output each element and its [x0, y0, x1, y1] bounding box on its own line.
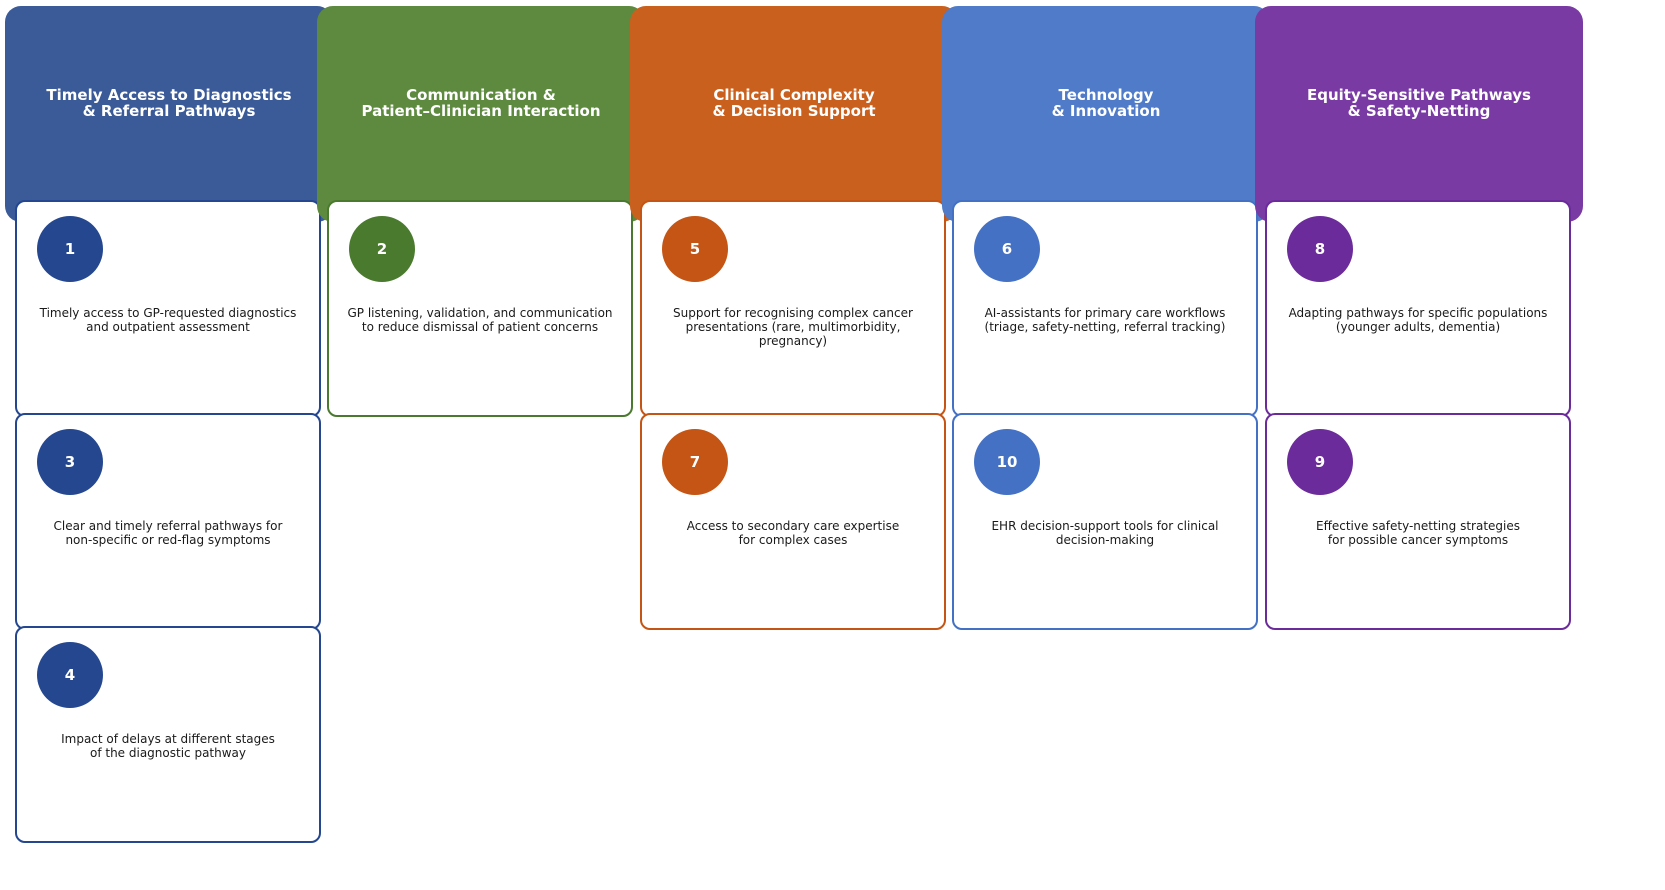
card-text: Clear and timely referral pathways for n… [53, 519, 283, 547]
number-badge: 5 [662, 216, 728, 282]
theme-column-5: Equity-Sensitive Pathways & Safety-Netti… [1250, 0, 1583, 890]
card-text: Access to secondary care expertise for c… [686, 519, 900, 547]
theme-title: Timely Access to Diagnostics & Referral … [46, 86, 292, 120]
theme-title: Equity-Sensitive Pathways & Safety-Netti… [1307, 86, 1531, 120]
theme-header: Technology & Innovation [942, 6, 1270, 222]
card-text: Timely access to GP-requested diagnostic… [39, 306, 297, 334]
theme-title: Communication & Patient–Clinician Intera… [361, 86, 601, 120]
card-text: EHR decision-support tools for clinical … [991, 519, 1219, 547]
theme-header: Clinical Complexity & Decision Support [630, 6, 958, 222]
recommendation-card: 2 GP listening, validation, and communica… [327, 200, 633, 417]
card-text: Adapting pathways for specific populatio… [1288, 306, 1548, 334]
card-text: GP listening, validation, and communicat… [347, 306, 613, 334]
theme-title: Clinical Complexity & Decision Support [712, 86, 876, 120]
theme-header: Equity-Sensitive Pathways & Safety-Netti… [1255, 6, 1583, 222]
number-badge: 9 [1287, 429, 1353, 495]
theme-column-1: Timely Access to Diagnostics & Referral … [0, 0, 333, 890]
number-badge: 8 [1287, 216, 1353, 282]
card-text: Support for recognising complex cancer p… [673, 306, 913, 348]
number-badge: 2 [349, 216, 415, 282]
card-text: Impact of delays at different stages of … [61, 732, 275, 760]
theme-title: Technology & Innovation [1051, 86, 1161, 120]
theme-header: Timely Access to Diagnostics & Referral … [5, 6, 333, 222]
theme-column-2: Communication & Patient–Clinician Intera… [312, 0, 645, 890]
number-badge: 3 [37, 429, 103, 495]
number-badge: 7 [662, 429, 728, 495]
number-badge: 4 [37, 642, 103, 708]
number-badge: 6 [974, 216, 1040, 282]
number-badge: 10 [974, 429, 1040, 495]
theme-header: Communication & Patient–Clinician Intera… [317, 6, 645, 222]
card-text: AI-assistants for primary care workflows… [984, 306, 1226, 334]
number-badge: 1 [37, 216, 103, 282]
card-text: Effective safety-netting strategies for … [1316, 519, 1520, 547]
